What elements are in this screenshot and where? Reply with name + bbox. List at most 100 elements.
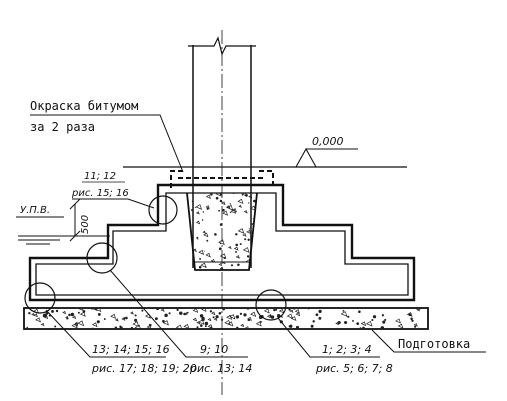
hatch-dot	[243, 313, 247, 317]
hatch-dot	[215, 196, 219, 200]
hatch-stone	[263, 308, 270, 314]
coating-label-line2: за 2 раза	[30, 120, 95, 134]
hatch-dot	[202, 211, 205, 213]
hatch-dot	[194, 207, 196, 209]
hatch-stone	[211, 311, 216, 316]
hatch-dot	[142, 328, 144, 329]
hatch-dot	[406, 308, 409, 310]
hatch-dot	[28, 312, 31, 315]
hatch-dot	[235, 250, 237, 253]
hatch-stone	[247, 316, 252, 321]
hatch-dot	[164, 313, 168, 318]
hatch-dot	[204, 325, 207, 328]
hatch-stone	[145, 313, 151, 319]
hatch-stone	[242, 247, 250, 253]
hatch-stone	[110, 313, 117, 319]
hatch-dot	[287, 308, 290, 310]
hatch-dot	[203, 250, 205, 252]
hatch-stone	[255, 321, 262, 327]
hatch-dot	[288, 308, 291, 311]
hatch-stone	[33, 313, 38, 318]
hatch-dot	[352, 319, 354, 322]
hatch-stone	[335, 321, 339, 326]
hatch-stone	[290, 316, 297, 322]
hatch-stone	[413, 323, 418, 327]
hatch-dot	[235, 243, 238, 247]
hatch-stone	[218, 239, 225, 246]
hatch-dot	[417, 327, 420, 329]
hatch-dot	[237, 263, 240, 266]
hatch-stone	[195, 220, 201, 225]
hatch-dot	[125, 316, 128, 320]
hatch-stone	[210, 258, 216, 263]
ref-br-leader	[277, 317, 380, 358]
hatch-dot	[276, 314, 281, 318]
hatch-stone	[77, 320, 85, 327]
hatch-stone	[406, 311, 413, 317]
hatch-stone	[192, 308, 199, 313]
hatch-dot	[356, 322, 360, 325]
hatch-dot	[197, 238, 199, 240]
hatch-stone	[207, 317, 212, 322]
hatch-dot	[222, 308, 225, 311]
hatch-stone	[195, 204, 203, 210]
detail-circle-bl	[24, 282, 56, 314]
ref-bm-line2: рис. 13; 14	[189, 362, 252, 375]
hatch-dot	[362, 326, 365, 329]
waterproofing-contour	[35, 192, 409, 296]
hatch-dot	[315, 313, 319, 317]
ref-top-line2: рис. 15; 16	[71, 188, 129, 199]
hatch-dot	[212, 316, 215, 319]
hatch-stone	[114, 318, 119, 322]
hatch-dot	[91, 327, 94, 329]
hatch-dot	[179, 311, 183, 315]
ref-bl-leader	[45, 309, 166, 358]
hatch-stone	[132, 321, 140, 328]
hatch-stone	[134, 324, 141, 329]
hatch-dot	[176, 308, 179, 312]
hatch-stone	[237, 198, 244, 205]
hatch-dot	[209, 310, 213, 313]
ref-br-line1: 1; 2; 3; 4	[322, 343, 372, 356]
hatch-dot	[312, 320, 315, 323]
hatch-stone	[192, 317, 198, 322]
hatch-stone	[233, 246, 239, 251]
hatch-dot	[239, 243, 242, 246]
groundwater-marker	[16, 198, 110, 245]
hatch-stone	[227, 321, 234, 327]
hatch-stone	[365, 320, 373, 327]
groundwater-label: У.П.В.	[20, 205, 50, 216]
hatch-stone	[64, 315, 69, 320]
hatch-dot	[414, 325, 417, 328]
hatch-dot	[42, 313, 47, 318]
hatch-dot	[51, 309, 54, 313]
hatch-stone	[295, 312, 301, 317]
hatch-stone	[31, 312, 35, 317]
hatch-dot	[156, 308, 160, 311]
hatch-dot	[232, 193, 235, 195]
hatch-stone	[219, 253, 227, 260]
hatch-stone	[237, 228, 245, 234]
hatch-stone	[129, 311, 134, 315]
hatch-dot	[246, 255, 250, 258]
glass-socket	[186, 192, 258, 271]
hatch-dot	[130, 326, 134, 329]
hatch-dot	[168, 312, 171, 315]
hatch-dot	[269, 315, 272, 318]
hatch-dot	[248, 228, 250, 230]
hatch-stone	[207, 324, 213, 329]
hatch-stone	[94, 308, 102, 313]
hatch-stone	[195, 211, 200, 215]
hatch-dot	[77, 311, 80, 314]
hatch-stone	[202, 230, 206, 234]
hatch-dot	[186, 311, 189, 314]
hatch-dot	[259, 320, 262, 323]
hatch-stone	[395, 318, 401, 324]
hatch-dot	[198, 265, 202, 269]
hatch-dot	[199, 314, 204, 318]
hatch-stone	[197, 319, 205, 325]
hatch-stone	[201, 308, 207, 313]
hatch-dot	[70, 312, 75, 317]
hatch-stone	[35, 317, 41, 323]
hatch-dot	[196, 326, 199, 329]
